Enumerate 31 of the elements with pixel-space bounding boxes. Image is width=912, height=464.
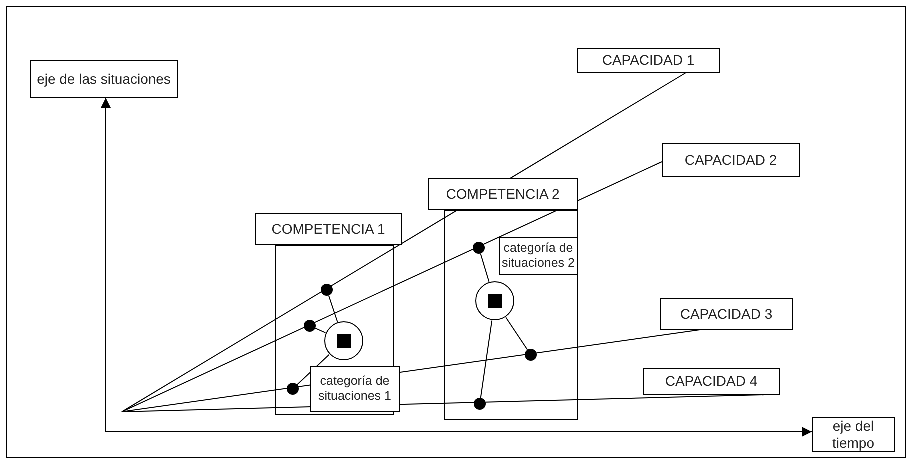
connector-line [122, 162, 662, 412]
connector-line [122, 394, 766, 412]
square-in-circle-icon [324, 321, 364, 361]
axis-label: eje del tiempo [812, 417, 895, 452]
category-label: categoría de situaciones 1 [310, 366, 400, 412]
connector-line [506, 317, 528, 350]
dot [321, 284, 333, 296]
dot [304, 320, 316, 332]
dot [474, 398, 486, 410]
capacity-label: CAPACIDAD 1 [577, 48, 720, 73]
connector-line [480, 320, 493, 399]
capacity-label: CAPACIDAD 4 [643, 368, 780, 395]
connector-line [315, 328, 326, 334]
axis-label: eje de las situaciones [30, 60, 178, 98]
competence-heading: COMPETENCIA 2 [428, 178, 578, 210]
connector-line [122, 330, 700, 412]
competence-frame [444, 210, 578, 420]
connector-line [296, 354, 330, 386]
capacity-label: CAPACIDAD 3 [660, 298, 793, 330]
connector-line [328, 295, 338, 323]
dot [525, 349, 537, 361]
axis-arrow [101, 98, 111, 432]
connector-line [480, 253, 490, 282]
competence-heading: COMPETENCIA 1 [255, 213, 402, 245]
connector-line [122, 72, 686, 412]
capacity-label: CAPACIDAD 2 [662, 143, 800, 177]
dot [287, 383, 299, 395]
axis-arrow [106, 427, 812, 437]
dot [473, 242, 485, 254]
category-label: categoría de situaciones 2 [499, 237, 578, 275]
square-in-circle-icon [475, 281, 515, 321]
